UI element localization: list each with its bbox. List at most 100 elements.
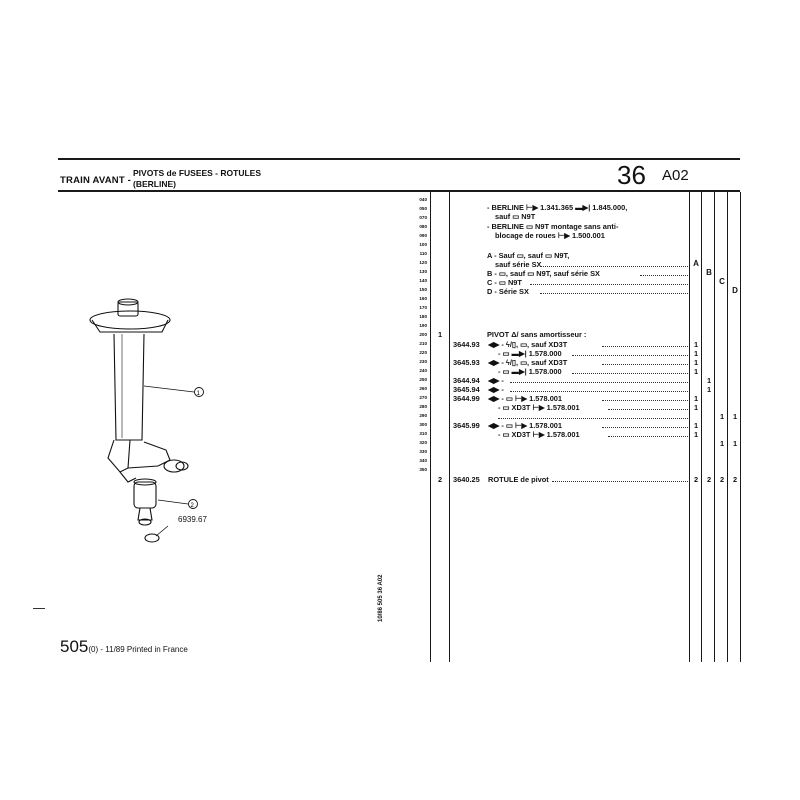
ref-3644-94: 3644.94 [453, 376, 480, 385]
qty-cell: 2 [732, 475, 738, 484]
row-number: 110 [419, 251, 427, 256]
dot-leader [498, 418, 688, 419]
row-number: 330 [419, 449, 427, 454]
header-top-rule [58, 158, 740, 160]
desc-line-130: C - ▭ N9T [487, 278, 522, 287]
desc-line-100: A - Sauf ▭, sauf ▭ N9T, [487, 251, 570, 260]
page-subtitle-line1: PIVOTS de FUSEES - ROTULES [133, 168, 261, 178]
dot-leader [602, 364, 688, 365]
desc-line-210: - ▭ ▬▶| 1.578.000 [498, 349, 562, 358]
qty-cell: 1 [706, 385, 712, 394]
row-number: 150 [419, 287, 427, 292]
dot-leader [608, 436, 688, 437]
variant-flag-b: B [706, 268, 712, 277]
row-number: 160 [419, 296, 427, 301]
desc-line-270: - ▭ XD3T ⊢▶ 1.578.001 [498, 403, 580, 412]
row-number: 190 [419, 323, 427, 328]
part-reference-label: 6939.67 [178, 515, 207, 524]
desc-line-190: PIVOT Δ/ sans amortisseur : [487, 330, 587, 339]
ref-3645-93: 3645.93 [453, 358, 480, 367]
dot-leader [640, 275, 688, 276]
table-divider-b [714, 192, 715, 662]
row-number: 350 [419, 467, 427, 472]
desc-line-080: blocage de roues ⊢▶ 1.500.001 [495, 231, 605, 240]
row-number: 140 [419, 278, 427, 283]
row-number: 310 [419, 431, 427, 436]
row-number: 340 [419, 458, 427, 463]
header-bottom-rule [58, 190, 740, 192]
callout-1-label: 1 [197, 391, 201, 397]
desc-line-230: - ▭ ▬▶| 1.578.000 [498, 367, 562, 376]
scan-mark [33, 608, 45, 609]
desc-line-110: sauf série SX [495, 260, 542, 269]
qty-cell: 1 [693, 421, 699, 430]
dot-leader [530, 284, 688, 285]
qty-cell: 1 [693, 340, 699, 349]
row-number: 240 [419, 368, 427, 373]
row-number: 100 [419, 242, 427, 247]
row-number: 180 [419, 314, 427, 319]
row-number: 080 [419, 224, 427, 229]
desc-line-200: ◀▶ - ϟ/▯, ▭, sauf XD3T [488, 340, 568, 349]
desc-line-260: ◀▶ - ▭ ⊢▶ 1.578.001 [488, 394, 563, 403]
desc-line-140: D - Série SX [487, 287, 529, 296]
row-number: 320 [419, 440, 427, 445]
variant-flag-d: D [732, 286, 738, 295]
dot-leader [572, 355, 688, 356]
table-divider-qty [689, 192, 690, 662]
ref-3645-99: 3645.99 [453, 421, 480, 430]
row-number: 270 [419, 395, 427, 400]
dot-leader [540, 266, 688, 267]
row-number: 210 [419, 341, 427, 346]
table-divider-a [701, 192, 702, 662]
qty-cell: 1 [693, 349, 699, 358]
item-number-1: 1 [437, 330, 443, 339]
desc-line-040: - BERLINE ⊢▶ 1.341.365 ▬▶| 1.845.000, [487, 203, 628, 212]
page-subtitle-line2: (BERLINE) [133, 179, 176, 189]
table-divider-c [727, 192, 728, 662]
desc-line-350: ROTULE de pivot [488, 475, 549, 484]
row-number: 300 [419, 422, 427, 427]
row-number: 230 [419, 359, 427, 364]
dot-leader [602, 400, 688, 401]
row-number: 220 [419, 350, 427, 355]
ref-3640-25: 3640.25 [453, 475, 480, 484]
row-number: 090 [419, 233, 427, 238]
table-divider-main [430, 192, 431, 662]
qty-cell: 1 [732, 439, 738, 448]
row-number: 290 [419, 413, 427, 418]
footer-print-info: (0) - 11/89 Printed in France [88, 645, 188, 654]
desc-line-240: ◀▶ - [488, 376, 504, 385]
qty-cell: 1 [693, 358, 699, 367]
section-code: A02 [662, 167, 689, 184]
qty-cell: 2 [719, 475, 725, 484]
desc-line-050: sauf ▭ N9T [495, 212, 536, 221]
page-title: TRAIN AVANT - [60, 175, 132, 186]
callout-2-label: 2 [191, 503, 195, 509]
item-number-2: 2 [437, 475, 443, 484]
desc-line-250: ◀▶ - [488, 385, 504, 394]
qty-cell: 1 [706, 376, 712, 385]
page-number: 36 [617, 160, 646, 190]
qty-cell: 1 [693, 430, 699, 439]
desc-line-220: ◀▶ - ϟ/▯, ▭, sauf XD3T [488, 358, 568, 367]
dot-leader [540, 293, 688, 294]
dot-leader [510, 391, 688, 392]
table-divider-d [740, 192, 741, 662]
strut-pivot-illustration: 1 2 [89, 298, 204, 543]
footer: 505(0) - 11/89 Printed in France [60, 637, 188, 657]
dot-leader [552, 481, 688, 482]
row-number: 070 [419, 215, 427, 220]
desc-line-120: B - ▭, sauf ▭ N9T, sauf série SX [487, 269, 600, 278]
dot-leader [510, 382, 688, 383]
row-number: 040 [419, 197, 427, 202]
row-number: 120 [419, 260, 427, 265]
dot-leader [572, 373, 688, 374]
desc-line-070: - BERLINE ▭ N9T montage sans anti- [487, 222, 619, 231]
variant-flag-c: C [719, 277, 725, 286]
footer-code: 505 [60, 637, 89, 656]
row-number: 260 [419, 386, 427, 391]
qty-cell: 1 [693, 403, 699, 412]
qty-cell: 1 [693, 394, 699, 403]
qty-cell: 2 [693, 475, 699, 484]
